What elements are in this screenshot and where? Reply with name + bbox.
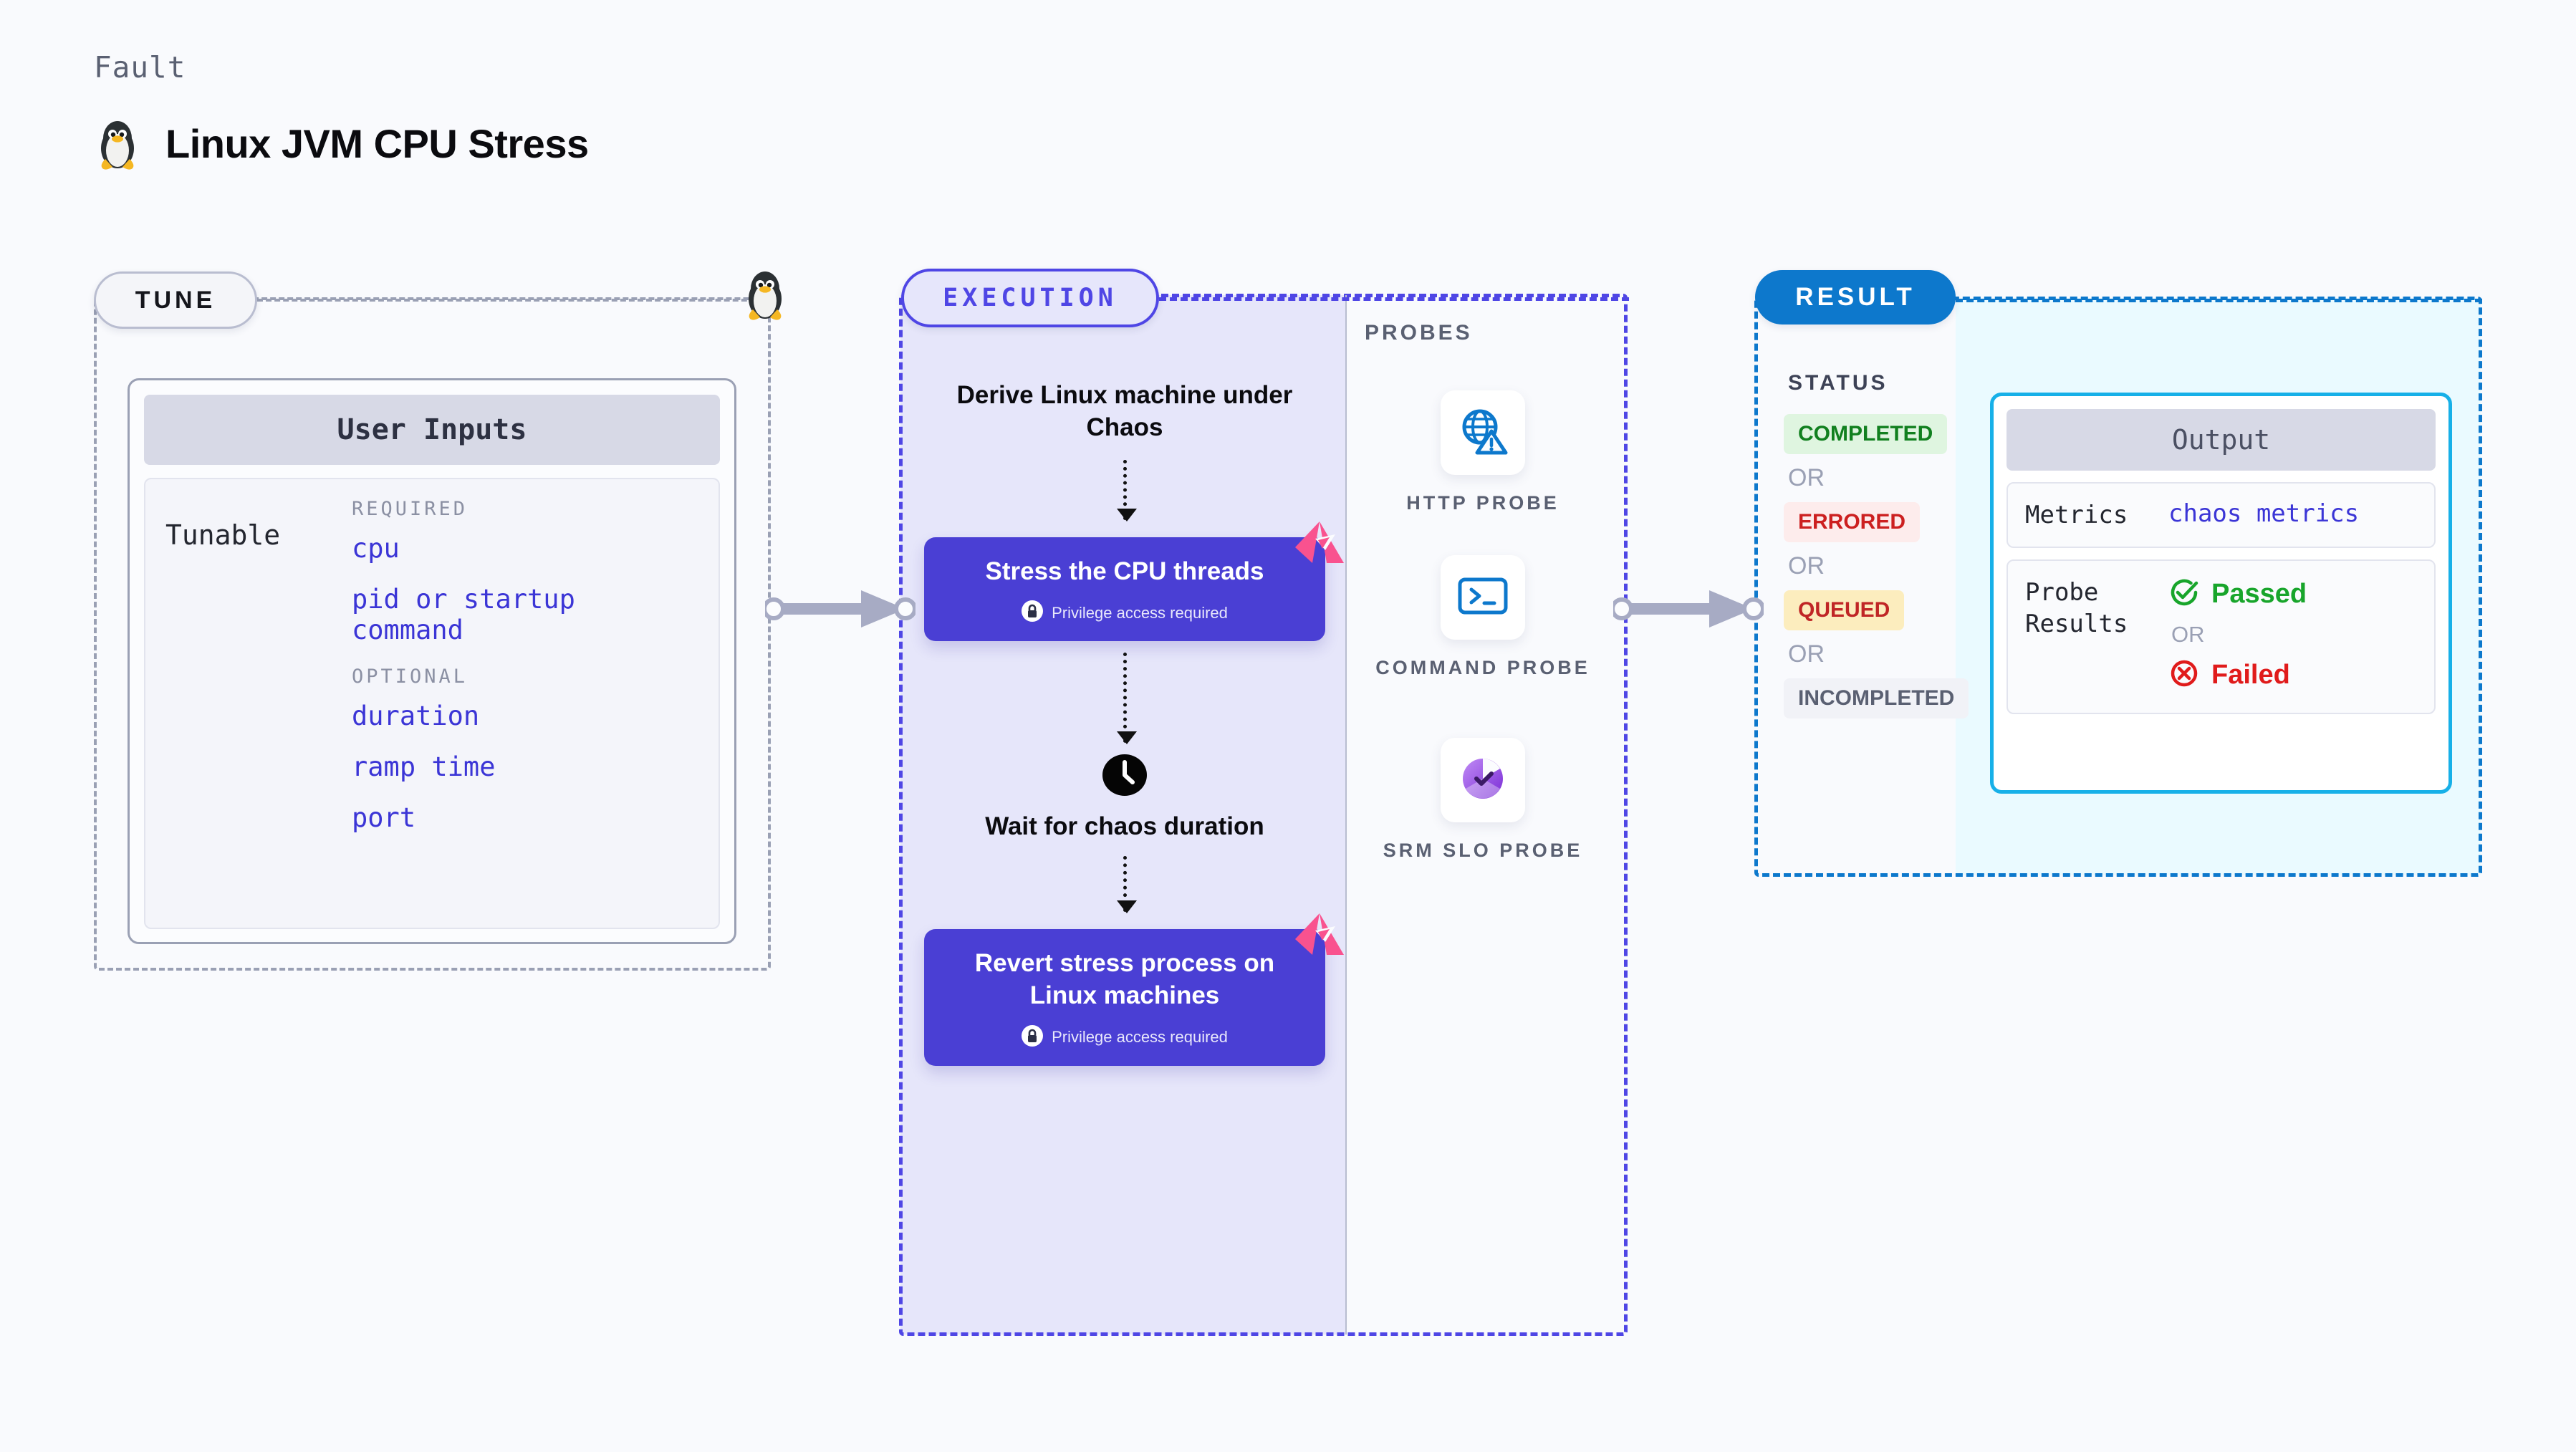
probe-srm-slo[interactable]: SRM SLO PROBE — [1365, 738, 1601, 865]
flow-step-revert-card[interactable]: Revert stress process on Linux machines … — [924, 913, 1344, 1066]
tune-badge-connector — [257, 299, 773, 302]
arrow-tune-to-execution — [762, 580, 917, 641]
litmus-chaos-icon — [1294, 519, 1345, 571]
user-inputs-card: User Inputs Tunable REQUIRED cpu pid or … — [128, 378, 736, 944]
tunable-item-cpu[interactable]: cpu — [352, 533, 400, 564]
output-probe-results-key: Probe Results — [2025, 578, 2128, 639]
probe-result-passed: Passed — [2168, 577, 2307, 612]
probe-http-label: HTTP PROBE — [1406, 492, 1559, 514]
status-badge-incompleted: INCOMPLETED — [1784, 678, 1969, 718]
status-or-1: OR — [1788, 464, 1825, 491]
output-probe-results-row: Probe Results Passed OR — [2007, 559, 2436, 715]
tunable-item-port[interactable]: port — [352, 802, 416, 833]
probes-divider — [1345, 295, 1347, 1335]
output-metrics-value[interactable]: chaos metrics — [2168, 499, 2360, 528]
status-or-2: OR — [1788, 552, 1825, 580]
output-probe-results-values: Passed OR Failed — [2168, 577, 2307, 693]
output-card: Output Metrics chaos metrics Probe Resul… — [1990, 393, 2452, 794]
status-badge-queued: QUEUED — [1784, 590, 1969, 630]
privilege-note-1: Privilege access required — [1052, 603, 1228, 622]
probe-command-tile — [1441, 555, 1525, 640]
output-metrics-key: Metrics — [2025, 501, 2128, 529]
x-circle-icon — [2168, 658, 2200, 693]
user-inputs-header: User Inputs — [144, 395, 720, 465]
output-header: Output — [2007, 409, 2436, 471]
execution-badge-connector — [1159, 297, 1629, 301]
globe-warning-icon — [1457, 407, 1509, 459]
execution-flow: Derive Linux machine under Chaos Stress … — [924, 380, 1344, 1066]
tunable-values: REQUIRED cpu pid or startup command OPTI… — [352, 498, 698, 909]
privilege-row-1: Privilege access required — [946, 600, 1304, 625]
tunable-item-ramp-time[interactable]: ramp time — [352, 751, 496, 782]
group-label-required: REQUIRED — [352, 498, 468, 520]
privilege-row-2: Privilege access required — [946, 1024, 1304, 1050]
terminal-prompt-icon — [1457, 576, 1509, 620]
flow-connector-1 — [1116, 459, 1137, 521]
check-circle-icon — [2168, 577, 2200, 612]
status-badge-completed: COMPLETED — [1784, 414, 1969, 454]
tune-badge[interactable]: TUNE — [94, 271, 257, 329]
probe-result-failed-label: Failed — [2211, 660, 2290, 691]
result-badge[interactable]: RESULT — [1755, 270, 1956, 324]
probe-srm-slo-label: SRM SLO PROBE — [1383, 840, 1583, 861]
page-title-row: Linux JVM CPU Stress — [94, 115, 589, 172]
output-metrics-row: Metrics chaos metrics — [2007, 482, 2436, 549]
tunable-item-pid-or-startup-command[interactable]: pid or startup command — [352, 584, 575, 645]
probe-result-failed: Failed — [2168, 658, 2307, 693]
probe-command[interactable]: COMMAND PROBE — [1365, 555, 1601, 682]
status-or-3: OR — [1788, 640, 1825, 668]
probes-section-label: PROBES — [1365, 321, 1473, 345]
probe-srm-slo-tile — [1441, 738, 1525, 822]
tune-linux-penguin-icon — [741, 265, 789, 326]
tunable-item-duration[interactable]: duration — [352, 701, 480, 731]
page-kicker: Fault — [94, 50, 186, 85]
flow-step-wait-title: Wait for chaos duration — [985, 812, 1264, 841]
flow-step-derive-machine: Derive Linux machine under Chaos — [956, 381, 1293, 441]
tunable-key: Tunable — [165, 519, 281, 551]
probe-result-or: OR — [2171, 622, 2205, 648]
group-label-optional: OPTIONAL — [352, 665, 468, 688]
probe-result-passed-label: Passed — [2211, 579, 2307, 610]
probe-http-tile — [1441, 390, 1525, 475]
litmus-chaos-icon — [1294, 910, 1345, 963]
execution-section-box — [899, 294, 1628, 1336]
privilege-note-2: Privilege access required — [1052, 1028, 1228, 1047]
status-list: COMPLETED OR ERRORED OR QUEUED OR INCOMP… — [1784, 414, 1969, 718]
user-inputs-body: Tunable REQUIRED cpu pid or startup comm… — [144, 478, 720, 929]
clock-icon — [1101, 753, 1148, 801]
srm-slo-donut-check-icon — [1457, 753, 1509, 808]
status-badge-errored: ERRORED — [1784, 502, 1969, 542]
probe-command-label: COMMAND PROBE — [1375, 657, 1590, 678]
flow-connector-2 — [1116, 653, 1137, 745]
lock-icon — [1022, 1024, 1044, 1050]
arrow-probes-to-result — [1610, 580, 1765, 641]
result-section-box — [1754, 297, 2482, 877]
flow-step-stress-cpu-card[interactable]: Stress the CPU threads Privilege access … — [924, 521, 1344, 642]
flow-step-revert-title: Revert stress process on Linux machines — [974, 949, 1275, 1009]
execution-badge[interactable]: EXECUTION — [901, 269, 1159, 327]
flow-connector-3 — [1116, 856, 1137, 914]
page-title: Linux JVM CPU Stress — [165, 120, 589, 166]
flow-step-stress-cpu-title: Stress the CPU threads — [985, 557, 1264, 585]
linux-penguin-icon — [94, 115, 141, 172]
lock-icon — [1022, 600, 1044, 625]
wait-clock-wrap — [924, 753, 1325, 801]
status-section-label: STATUS — [1788, 371, 1888, 395]
result-badge-connector — [1956, 299, 2482, 302]
probe-http[interactable]: HTTP PROBE — [1365, 390, 1601, 517]
